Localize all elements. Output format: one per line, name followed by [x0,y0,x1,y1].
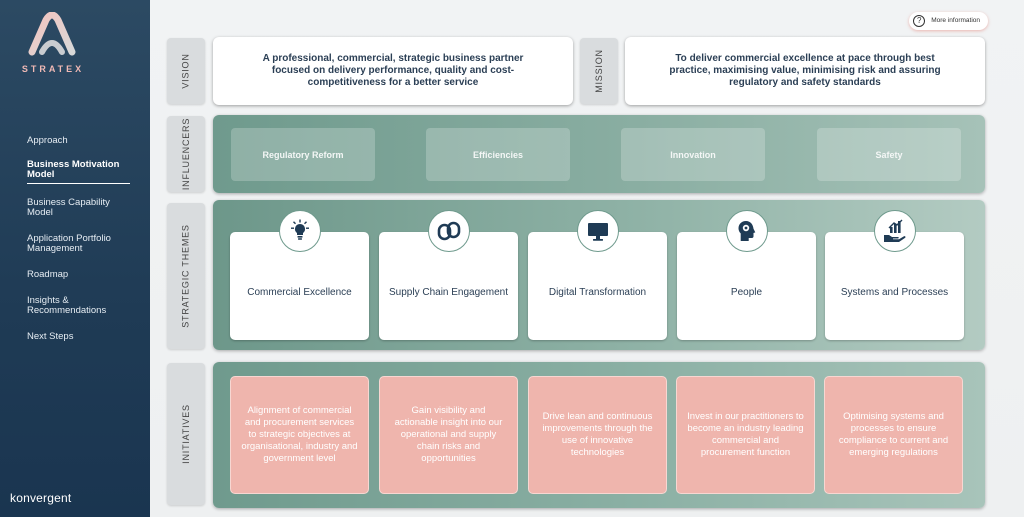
konvergent-logo: konvergent [10,491,72,505]
sidebar: STRATEX Approach Business Motivation Mod… [0,0,150,517]
main-content: ? More information VISION A professional… [150,0,1024,517]
nav-item-application-portfolio-management[interactable]: Application Portfolio Management [27,233,111,254]
initiative-lean-improvements[interactable]: Drive lean and continuous improvements t… [528,376,667,494]
monitor-icon [577,210,619,252]
strategic-themes-panel: Commercial Excellence Supply Chain Engag… [213,200,985,350]
nav-item-roadmap[interactable]: Roadmap [27,269,69,280]
initiatives-panel: Alignment of commercial and procurement … [213,362,985,508]
influencer-safety[interactable]: Safety [817,128,961,181]
question-circle-icon: ? [913,15,926,27]
influencers-label: INFLUENCERS [167,116,205,192]
nav-item-business-motivation-model[interactable]: Business Motivation Model [27,160,130,184]
influencer-regulatory-reform[interactable]: Regulatory Reform [231,128,375,181]
chain-link-icon [428,210,470,252]
initiative-commercial-alignment[interactable]: Alignment of commercial and procurement … [230,376,369,494]
lightbulb-icon [279,210,321,252]
mission-statement: To deliver commercial excellence at pace… [625,37,985,105]
influencer-innovation[interactable]: Innovation [621,128,765,181]
head-gear-icon [726,210,768,252]
brand-name: STRATEX [21,64,85,74]
more-information-button[interactable]: ? More information [909,12,988,30]
nav-item-next-steps[interactable]: Next Steps [27,331,74,342]
more-information-label: More information [931,17,980,24]
initiative-optimising-systems[interactable]: Optimising systems and processes to ensu… [824,376,963,494]
influencers-panel: Regulatory Reform Efficiencies Innovatio… [213,115,985,193]
vision-statement: A professional, commercial, strategic bu… [213,37,573,105]
vision-label: VISION [167,38,205,104]
initiative-invest-practitioners[interactable]: Invest in our practitioners to become an… [676,376,815,494]
initiative-supply-chain-visibility[interactable]: Gain visibility and actionable insight i… [379,376,518,494]
initiatives-label: INITIATIVES [167,363,205,505]
influencer-efficiencies[interactable]: Efficiencies [426,128,570,181]
mission-label: MISSION [580,38,618,104]
strategic-themes-label: STRATEGIC THEMES [167,203,205,349]
nav-item-approach[interactable]: Approach [27,135,68,146]
nav-item-business-capability-model[interactable]: Business Capability Model [27,197,110,218]
stratex-logo-icon [28,12,76,56]
sidebar-nav: Approach Business Motivation Model Busin… [27,136,137,356]
hand-chart-icon [874,210,916,252]
nav-item-insights-recommendations[interactable]: Insights & Recommendations [27,295,107,316]
